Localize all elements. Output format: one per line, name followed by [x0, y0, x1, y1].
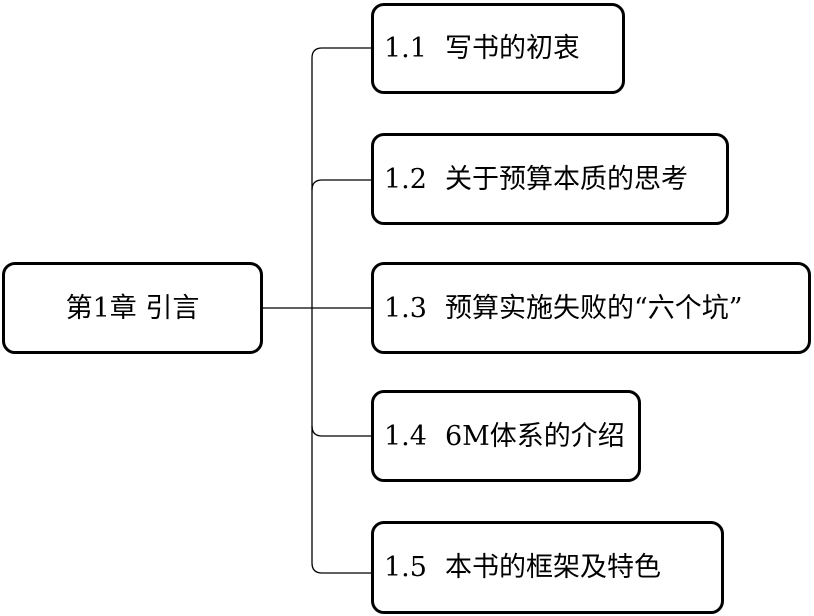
branch-connector-2 — [311, 179, 372, 191]
section-title: 预算实施失败的“六个坑” — [444, 292, 743, 324]
root-label: 第1章 引言 — [65, 292, 200, 324]
section-node-1-4: 1.4 6M体系的介绍 — [371, 390, 641, 482]
branch-connector-5 — [311, 562, 372, 574]
section-number: 1.2 — [384, 163, 427, 195]
section-number: 1.4 — [384, 420, 427, 452]
root-node: 第1章 引言 — [2, 262, 263, 354]
branch-connector-1 — [311, 47, 372, 59]
section-number: 1.3 — [384, 292, 427, 324]
section-title: 写书的初衷 — [444, 33, 580, 64]
section-node-1-1: 1.1 写书的初衷 — [371, 3, 625, 94]
section-node-1-5: 1.5 本书的框架及特色 — [371, 521, 724, 614]
section-number: 1.1 — [384, 33, 427, 64]
section-title: 本书的框架及特色 — [444, 552, 661, 583]
section-title: 关于预算本质的思考 — [444, 163, 688, 195]
branch-connector-4 — [311, 425, 372, 437]
section-node-1-3: 1.3 预算实施失败的“六个坑” — [371, 262, 811, 354]
section-node-1-2: 1.2 关于预算本质的思考 — [371, 133, 729, 225]
section-number: 1.5 — [384, 552, 427, 583]
section-title: 6M体系的介绍 — [444, 420, 625, 452]
